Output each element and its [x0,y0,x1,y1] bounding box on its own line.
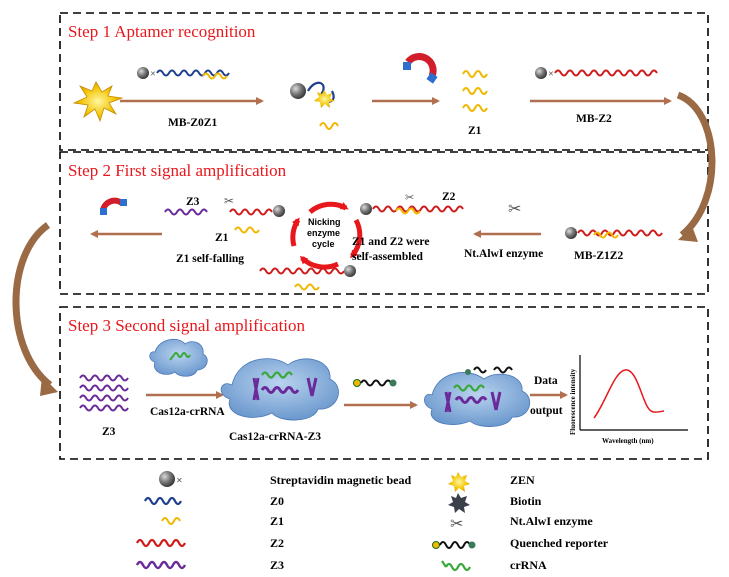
z3-strand-step2 [164,208,208,216]
z2-label-step2: Z2 [442,191,456,203]
legend-z0-icon [144,496,182,506]
step1-frame [59,12,709,151]
assembled-label-2: self-assembled [352,251,424,263]
enzyme-label-step2: Nt.AlwI enzyme [464,248,543,260]
legend-z1-icon [161,517,181,525]
cas12a-crrna-z3-label: Cas12a-crRNA-Z3 [229,431,321,443]
bead-zen-complex [290,81,339,130]
svg-text:✂: ✂ [508,201,521,218]
step1-to-step2-arrow [676,91,716,238]
legend-label-reporter: Quenched reporter [510,536,609,550]
z1-label: Z1 [468,125,482,137]
mb-z0z1-complex: ✕ [137,67,230,80]
cas12a-crrna-z3-complex [220,358,339,421]
cas12a-crrna-label: Cas12a-crRNA [150,406,225,418]
data-output-label-1: Data [534,375,558,387]
legend-reporter-icon [432,541,476,549]
step3-title: Step 3 Second signal amplification [68,316,306,335]
step2-title: Step 2 First signal amplification [68,161,287,180]
step1-title: Step 1 Aptamer recognition [68,22,256,41]
z1-self-falling-label: Z1 self-falling [176,253,244,265]
legend-label-z2: Z2 [270,536,284,550]
activated-cas12a-complex [424,366,531,427]
fluorescence-curve [593,369,665,419]
cycle-label-2: enzyme [307,228,340,238]
z1-label-step2: Z1 [215,232,229,244]
legend-scissors-icon: ✂ [450,516,463,533]
mb-z2-complex: ✕ [535,67,658,79]
legend-z3-icon [135,560,187,570]
legend-label-z0: Z0 [270,494,284,508]
quenched-reporter-step3 [353,379,397,387]
step2-frame [59,151,709,295]
magnet-icon [403,53,438,84]
z3-label-step2: Z3 [186,196,200,208]
mb-z1z2-bottom [259,265,356,291]
svg-text:✂: ✂ [405,192,414,204]
svg-text:✕: ✕ [176,476,183,485]
cycle-label-3: cycle [312,239,335,249]
mb-z1z2-top: ✂ [360,192,464,215]
legend-crrna-icon [441,560,471,572]
scissors-icon-step2a: ✂ [224,194,234,208]
cas12a-crrna-icon [149,338,208,377]
plot-xlabel: Wavelength (nm) [602,437,654,445]
legend: ✕ Streptavidin magnetic bead Z0 Z1 Z2 Z3… [135,471,609,572]
legend-label-z1: Z1 [270,514,284,528]
plot-ylabel: Fluorescence intensity [569,368,577,435]
svg-text:✕: ✕ [150,70,156,78]
z1-strands [462,70,488,112]
zen-target-icon [72,81,124,123]
mb-z1z2-label: MB-Z1Z2 [574,250,623,262]
z3-strand-group [79,374,129,412]
data-output-label-2: output [530,405,563,417]
legend-label-biotin: Biotin [510,494,542,508]
mb-z2-label: MB-Z2 [576,113,612,125]
legend-label-enzyme: Nt.AlwI enzyme [510,514,593,528]
fluorescence-plot: Fluorescence intensity Wavelength (nm) [569,355,688,445]
legend-zen-icon [448,472,470,492]
legend-z2-icon [136,538,186,548]
z3-label-step3: Z3 [102,426,116,438]
cycle-label-1: Nicking [308,217,341,227]
svg-text:✂: ✂ [224,194,234,208]
assembled-label-1: Z1 and Z2 were [352,236,429,248]
legend-label-bead: Streptavidin magnetic bead [270,473,411,487]
svg-text:✕: ✕ [548,70,554,78]
legend-label-crrna: crRNA [510,558,547,572]
step2-to-step3-arrow [12,222,53,388]
legend-magnetic-bead-icon: ✕ [159,471,183,487]
mb-z2-cut-complex [229,205,285,217]
mb-z0z1-label: MB-Z0Z1 [168,117,217,129]
scissors-icon-step2b: ✂ [508,201,521,218]
step3-frame [59,306,709,460]
legend-label-z3: Z3 [270,558,284,572]
nicking-enzyme-cycle [290,201,363,270]
mb-z1z2-complex [565,227,663,239]
magnet-icon-step2 [100,197,127,215]
z1-released-strand [234,226,260,234]
legend-label-zen: ZEN [510,473,535,487]
legend-biotin-icon [448,493,470,513]
